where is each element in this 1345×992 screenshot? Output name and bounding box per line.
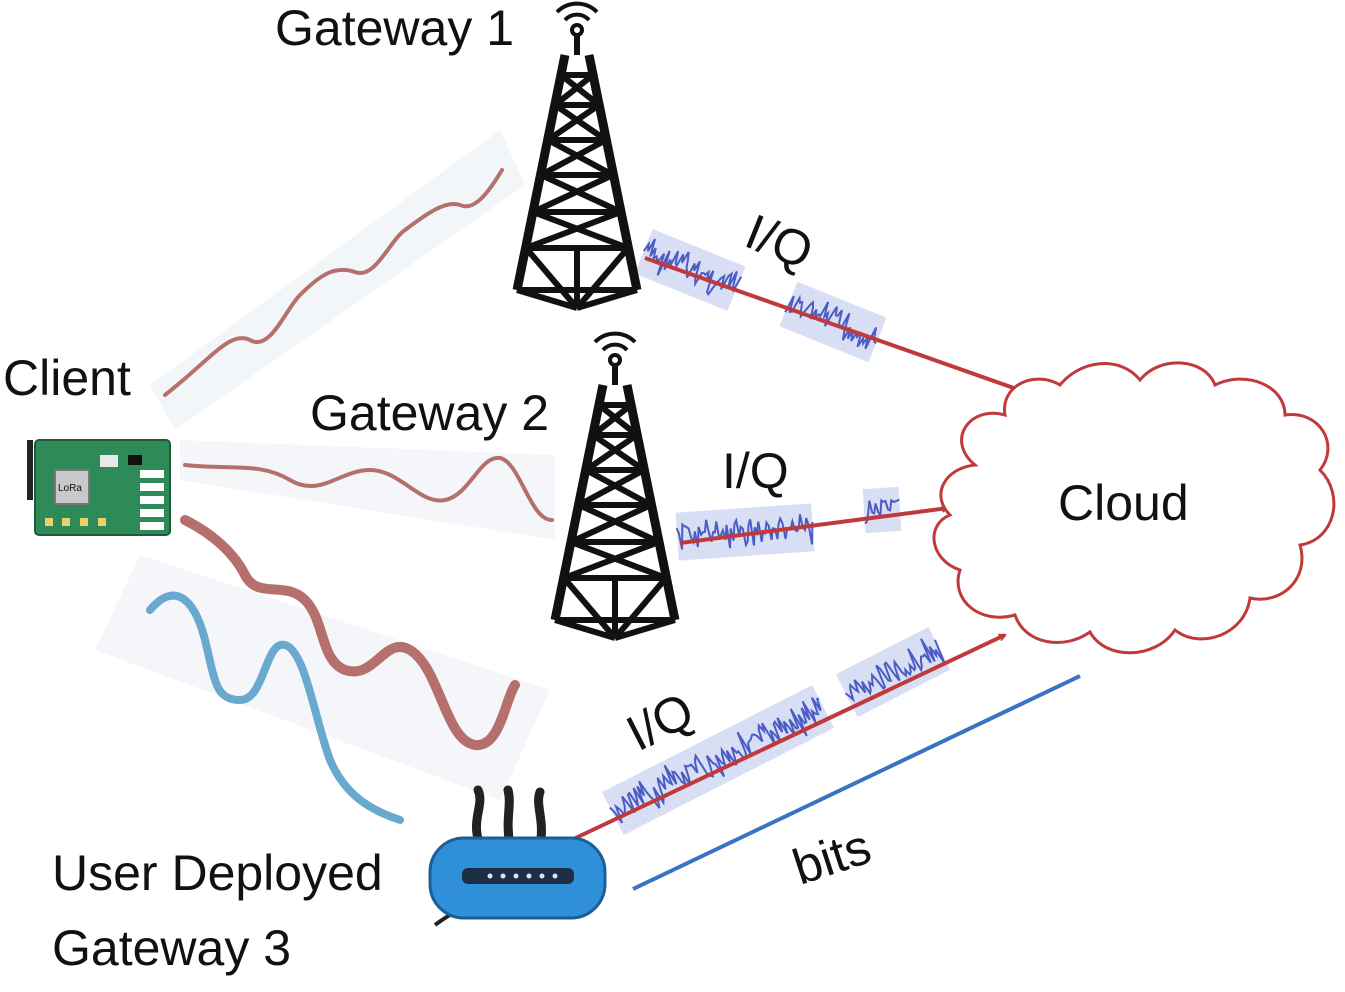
iq-link-gateway2-cloud <box>679 508 948 545</box>
cloud-label: Cloud <box>1058 475 1189 531</box>
iq-noise-band-1b <box>779 281 887 363</box>
router-icon <box>428 785 607 927</box>
iq-link-gateway1-cloud <box>644 256 1025 392</box>
wave-glow-3 <box>95 555 550 800</box>
iq-label-1: I/Q <box>738 203 821 280</box>
gateway2-label: Gateway 2 <box>310 385 549 441</box>
iq-noise-band-1a <box>634 229 746 311</box>
wave-glow-1 <box>150 130 525 430</box>
bits-label: bits <box>786 818 877 895</box>
iq-link-gateway3-cloud <box>564 633 1005 845</box>
iq-noise-band-2a <box>675 503 815 561</box>
wave-client-gateway2 <box>183 455 554 522</box>
cloud-icon <box>932 361 1336 655</box>
circuit-board-icon: LoRa <box>27 439 171 536</box>
gateway3-label-line2: Gateway 3 <box>52 920 291 976</box>
client-label: Client <box>3 350 131 406</box>
wave-interference <box>146 591 404 824</box>
iq-label-2: I/Q <box>722 443 789 499</box>
gateway3-label-line1: User Deployed <box>52 845 383 901</box>
bits-link-gateway3-cloud <box>632 674 1081 891</box>
wave-glow-2 <box>180 440 555 540</box>
wave-client-gateway3 <box>180 515 520 750</box>
board-chip-label: LoRa <box>58 483 82 494</box>
iq-noise-band-2b <box>862 486 902 534</box>
tower-icon <box>555 334 675 638</box>
tower-icon <box>517 4 637 308</box>
iq-noise-band-3b <box>835 627 951 717</box>
wave-client-gateway1 <box>163 168 504 397</box>
gateway1-label: Gateway 1 <box>275 0 514 56</box>
